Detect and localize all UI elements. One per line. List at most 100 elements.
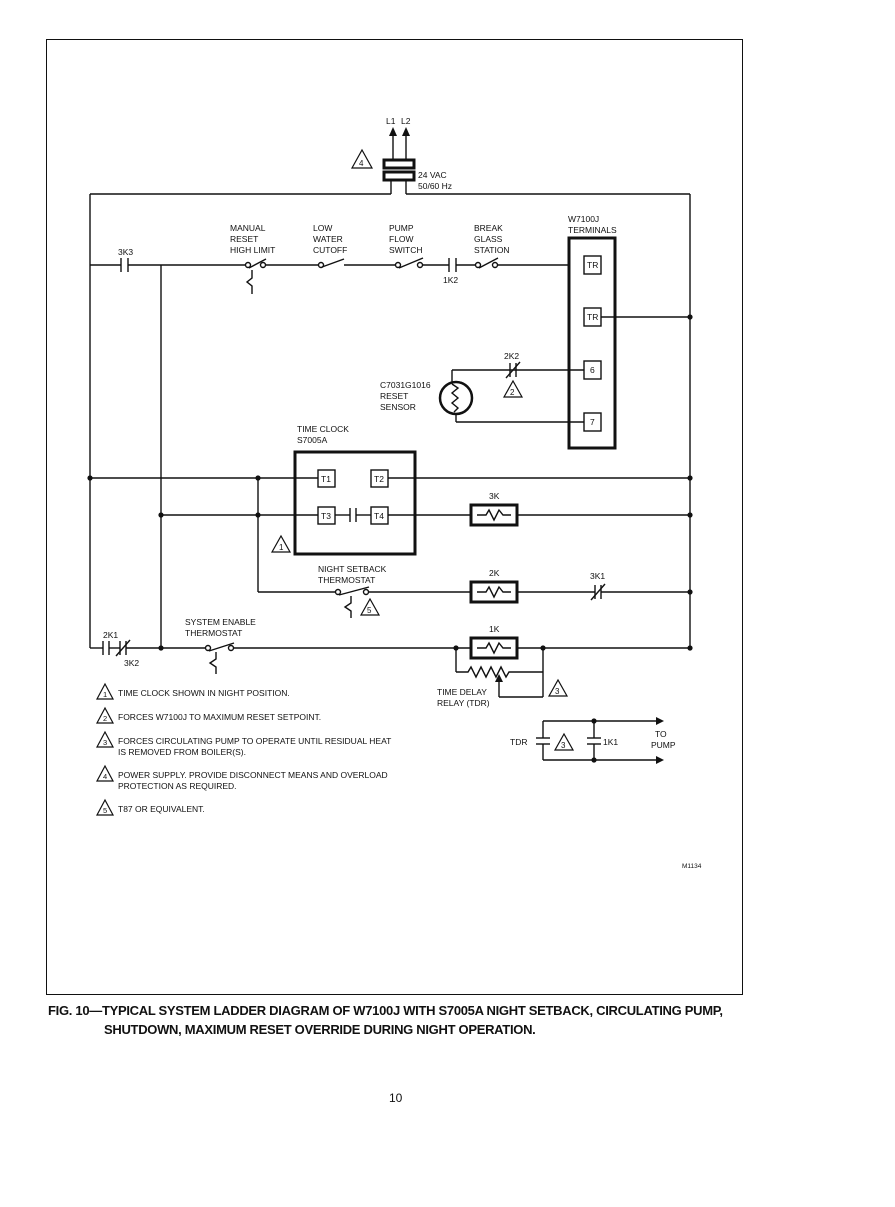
high-limit-switch bbox=[244, 258, 318, 294]
caption-line-2: SHUTDOWN, MAXIMUM RESET OVERRIDE DURING … bbox=[104, 1022, 536, 1037]
transformer-primary bbox=[382, 158, 416, 170]
page-number: 10 bbox=[389, 1091, 403, 1105]
terminal-7: 7 bbox=[590, 417, 595, 427]
tdr-label-1: TIME DELAY bbox=[437, 687, 487, 697]
pump-circuit: TDR 1K1 TO PUMP 3 bbox=[510, 717, 676, 764]
terminal-tr-1: TR bbox=[587, 260, 598, 270]
note-1: 1 TIME CLOCK SHOWN IN NIGHT POSITION. bbox=[96, 682, 290, 700]
to-pump-label-2: PUMP bbox=[651, 740, 676, 750]
high-limit-label-3: HIGH LIMIT bbox=[230, 245, 275, 255]
terminal-tr-2: TR bbox=[587, 312, 598, 322]
l2-label: L2 bbox=[401, 116, 411, 126]
relay-2k-coil: 2K bbox=[469, 568, 519, 604]
svg-text:3K: 3K bbox=[489, 491, 500, 501]
system-enable-label-1: SYSTEM ENABLE bbox=[185, 617, 256, 627]
sensor-label-1: C7031G1016 bbox=[380, 380, 431, 390]
svg-text:4: 4 bbox=[359, 159, 364, 168]
svg-text:3K2: 3K2 bbox=[124, 658, 139, 668]
time-delay-relay: TIME DELAY RELAY (TDR) bbox=[437, 648, 544, 708]
relay-3k-coil: 3K bbox=[469, 491, 519, 527]
system-enable-label-2: THERMOSTAT bbox=[185, 628, 242, 638]
svg-text:2: 2 bbox=[103, 714, 107, 723]
time-clock-title-2: S7005A bbox=[297, 435, 328, 445]
tdr-label-2: RELAY (TDR) bbox=[437, 698, 490, 708]
time-clock-title-1: TIME CLOCK bbox=[297, 424, 349, 434]
note-marker-2: 2 bbox=[502, 379, 524, 398]
terminal-t2: T2 bbox=[374, 474, 384, 484]
svg-text:TIME CLOCK SHOWN IN NIGHT POSI: TIME CLOCK SHOWN IN NIGHT POSITION. bbox=[118, 688, 290, 698]
pump-flow-label-2: FLOW bbox=[389, 234, 414, 244]
svg-text:3: 3 bbox=[103, 738, 107, 747]
svg-text:IS REMOVED FROM BOILER(S).: IS REMOVED FROM BOILER(S). bbox=[118, 747, 246, 757]
svg-text:T87 OR EQUIVALENT.: T87 OR EQUIVALENT. bbox=[118, 804, 205, 814]
tdr-circuit-label: TDR bbox=[510, 737, 527, 747]
svg-text:FORCES W7100J TO MAXIMUM RESET: FORCES W7100J TO MAXIMUM RESET SETPOINT. bbox=[118, 712, 321, 722]
figure-frame bbox=[46, 39, 743, 995]
sensor-label-3: SENSOR bbox=[380, 402, 416, 412]
break-glass-label-3: STATION bbox=[474, 245, 510, 255]
contact-3k3-label: 3K3 bbox=[118, 247, 133, 257]
night-setback-label-1: NIGHT SETBACK bbox=[318, 564, 387, 574]
contact-2k2: 2K2 bbox=[504, 351, 521, 379]
svg-text:3K1: 3K1 bbox=[590, 571, 605, 581]
break-glass-label-2: GLASS bbox=[474, 234, 503, 244]
time-clock-s7005a: TIME CLOCK S7005A T1 T2 T3 T4 bbox=[293, 424, 417, 556]
power-supply: L1 L2 24 VAC 50/60 Hz 4 bbox=[350, 116, 452, 194]
circuit-note-marker-3: 3 bbox=[553, 732, 575, 751]
break-glass-label-1: BREAK bbox=[474, 223, 503, 233]
note-5: 5 T87 OR EQUIVALENT. bbox=[96, 798, 205, 816]
svg-text:POWER SUPPLY. PROVIDE DISCONN: POWER SUPPLY. PROVIDE DISCONNECT MEANS A… bbox=[118, 770, 388, 780]
pump-flow-switch bbox=[394, 257, 449, 269]
drawing-id: M1134 bbox=[682, 863, 702, 870]
svg-text:3: 3 bbox=[561, 741, 566, 750]
caption-line-1: FIG. 10—TYPICAL SYSTEM LADDER DIAGRAM OF… bbox=[48, 1003, 723, 1018]
note-marker-5: 5 bbox=[359, 597, 381, 616]
svg-text:1K: 1K bbox=[489, 624, 500, 634]
svg-text:PROTECTION AS REQUIRED.: PROTECTION AS REQUIRED. bbox=[118, 781, 237, 791]
low-water-label-2: WATER bbox=[313, 234, 343, 244]
svg-text:3: 3 bbox=[555, 687, 560, 696]
note-4: 4 POWER SUPPLY. PROVIDE DISCONNECT MEANS… bbox=[96, 764, 388, 791]
svg-text:FORCES CIRCULATING PUMP TO OPE: FORCES CIRCULATING PUMP TO OPERATE UNTIL… bbox=[118, 736, 391, 746]
contact-3k1: 3K1 bbox=[590, 571, 606, 601]
low-water-label-1: LOW bbox=[313, 223, 332, 233]
contact-1k2-label: 1K2 bbox=[443, 275, 458, 285]
notes-list: 1 TIME CLOCK SHOWN IN NIGHT POSITION. 2 … bbox=[96, 682, 391, 816]
pump-flow-label-1: PUMP bbox=[389, 223, 414, 233]
svg-text:2K: 2K bbox=[489, 568, 500, 578]
high-limit-label-1: MANUAL bbox=[230, 223, 266, 233]
contact-3k2: 3K2 bbox=[115, 639, 139, 668]
system-enable-thermostat: SYSTEM ENABLE THERMOSTAT bbox=[185, 617, 256, 674]
voltage-label: 24 VAC bbox=[418, 170, 447, 180]
svg-text:1: 1 bbox=[103, 690, 107, 699]
rung-1: 3K3 MANUAL RESET HIGH LIMIT LOW WATER CU… bbox=[90, 223, 584, 294]
terminal-6: 6 bbox=[590, 365, 595, 375]
contact-1k1-label: 1K1 bbox=[603, 737, 618, 747]
reset-sensor: C7031G1016 RESET SENSOR bbox=[380, 369, 584, 423]
svg-text:2: 2 bbox=[510, 388, 515, 397]
svg-text:1: 1 bbox=[279, 543, 284, 552]
svg-text:5: 5 bbox=[367, 606, 372, 615]
w7100j-terminal-block: W7100J TERMINALS TR TR 6 7 bbox=[567, 214, 617, 450]
note-marker-3: 3 bbox=[547, 678, 569, 697]
svg-text:4: 4 bbox=[103, 772, 107, 781]
pump-flow-label-3: SWITCH bbox=[389, 245, 423, 255]
svg-text:2K2: 2K2 bbox=[504, 351, 519, 361]
terminal-t4: T4 bbox=[374, 511, 384, 521]
low-water-cutoff bbox=[317, 258, 395, 269]
contact-2k1: 2K1 bbox=[102, 630, 118, 655]
note-3: 3 FORCES CIRCULATING PUMP TO OPERATE UNT… bbox=[96, 730, 391, 757]
sensor-label-2: RESET bbox=[380, 391, 408, 401]
night-setback-label-2: THERMOSTAT bbox=[318, 575, 375, 585]
transformer-secondary bbox=[382, 170, 416, 182]
svg-text:5: 5 bbox=[103, 806, 107, 815]
frequency-label: 50/60 Hz bbox=[418, 181, 452, 191]
w7100j-title-2: TERMINALS bbox=[568, 225, 617, 235]
svg-text:2K1: 2K1 bbox=[103, 630, 118, 640]
note-marker-4: 4 bbox=[350, 148, 374, 169]
note-2: 2 FORCES W7100J TO MAXIMUM RESET SETPOIN… bbox=[96, 706, 321, 724]
to-pump-label-1: TO bbox=[655, 729, 667, 739]
note-marker-1: 1 bbox=[270, 534, 292, 553]
terminal-t3: T3 bbox=[321, 511, 331, 521]
